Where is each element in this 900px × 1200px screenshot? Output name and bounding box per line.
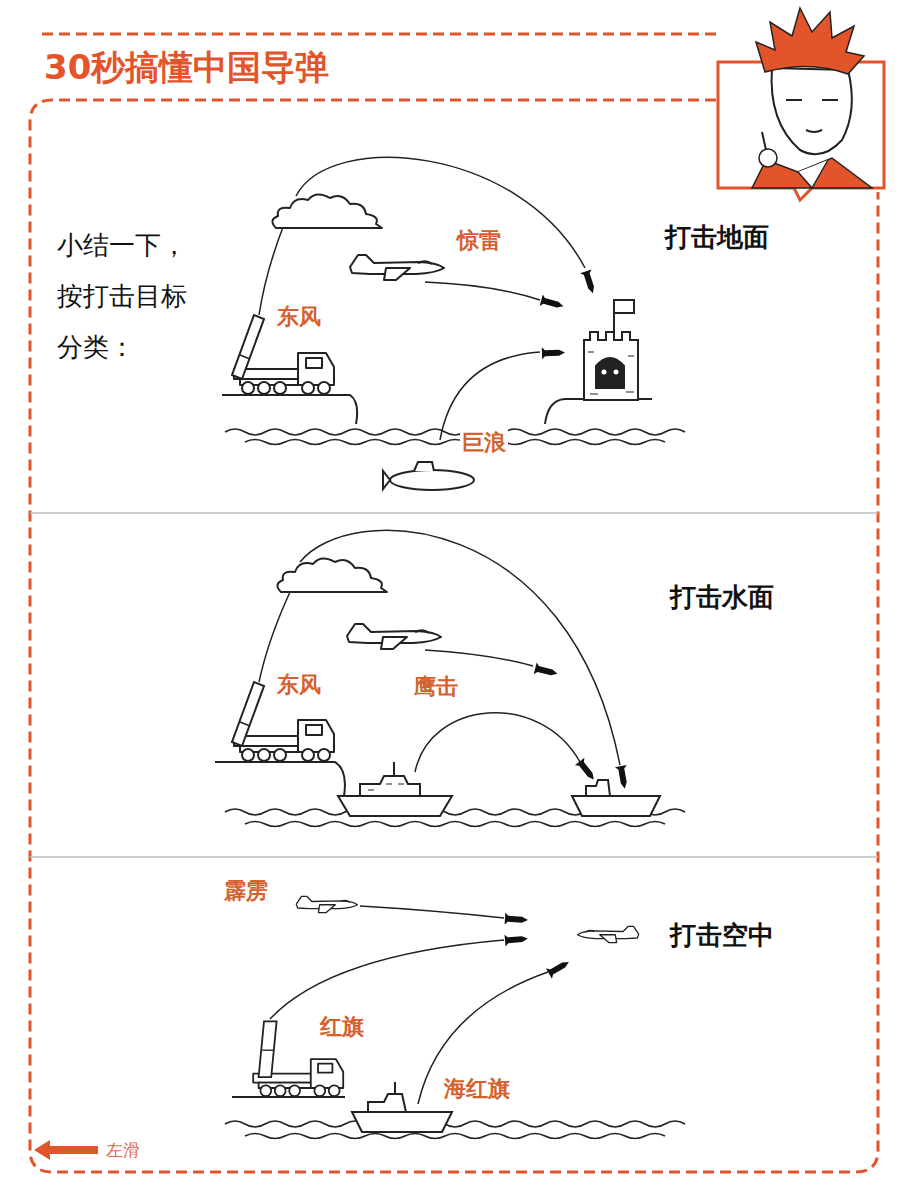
missile <box>580 269 599 295</box>
missile-name: 海红旗 <box>442 1074 512 1104</box>
target-ship <box>572 780 660 816</box>
warship <box>338 762 452 816</box>
bomber <box>350 255 444 280</box>
missile-name: 巨浪 <box>460 428 508 458</box>
separator <box>30 856 878 858</box>
missile <box>615 765 631 790</box>
fighter <box>296 896 357 912</box>
page-title: 30秒搞懂中国导弹 <box>40 47 333 87</box>
missile-name: 东风 <box>275 670 323 700</box>
section-band: 打击地面 <box>30 112 878 512</box>
swipe-arrow <box>34 1140 98 1160</box>
cloud <box>277 558 387 592</box>
separator <box>30 512 878 514</box>
target-plane <box>578 926 639 942</box>
frame-border <box>30 100 878 1172</box>
missile <box>540 294 565 312</box>
missile <box>505 933 529 947</box>
cloud <box>272 194 382 228</box>
castle <box>584 300 638 400</box>
missile-name: 鹰击 <box>412 672 460 702</box>
summary-note: 小结一下，按打击目标分类： <box>57 220 195 373</box>
missile <box>534 662 559 679</box>
missile-name: 霹雳 <box>222 876 270 906</box>
missile-name: 惊雷 <box>455 226 503 256</box>
missile-name: 红旗 <box>318 1012 366 1042</box>
section-heading: 打击空中 <box>668 920 776 950</box>
submarine <box>383 462 474 490</box>
warship <box>352 1082 452 1132</box>
ground-strike-scene <box>222 157 685 444</box>
air-strike-scene <box>225 906 685 1139</box>
missile <box>505 913 529 927</box>
swipe-hint: 左滑 <box>106 1138 140 1162</box>
section-heading: 打击地面 <box>663 222 771 252</box>
sea-strike-scene <box>215 530 685 826</box>
frame-top-line <box>42 33 716 36</box>
section-band: 打击空中 <box>30 858 878 1170</box>
bomber <box>347 624 441 649</box>
section-heading: 打击水面 <box>668 582 776 612</box>
missile <box>575 758 599 784</box>
missile <box>542 346 565 359</box>
missile <box>546 957 572 979</box>
frame <box>30 34 878 1172</box>
missile-name: 东风 <box>275 302 323 332</box>
avatar <box>718 8 884 200</box>
